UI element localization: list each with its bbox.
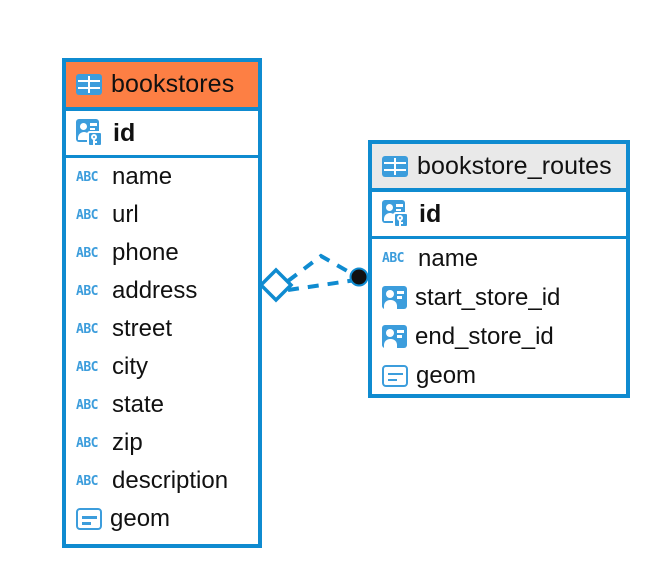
field-label: start_store_id: [415, 283, 561, 311]
field-row-geom[interactable]: geom: [66, 500, 258, 538]
field-label: url: [112, 201, 139, 228]
relationship-circle-marker: [349, 267, 369, 287]
header-divider: [66, 107, 258, 111]
relationship-branch-upper: [286, 253, 357, 283]
field-row-zip[interactable]: ABC zip: [66, 424, 258, 462]
field-row-name[interactable]: ABC name: [372, 239, 626, 278]
field-label: id: [419, 199, 442, 228]
field-row-street[interactable]: ABC street: [66, 310, 258, 348]
entity-title: bookstore_routes: [417, 151, 612, 180]
field-row-phone[interactable]: ABC phone: [66, 234, 258, 272]
header-divider: [372, 188, 626, 192]
field-label: name: [112, 163, 173, 190]
relationship-branch-lower: [287, 278, 357, 292]
primary-key-icon: [76, 119, 104, 147]
field-row-end-store-id[interactable]: end_store_id: [372, 317, 626, 356]
field-row-url[interactable]: ABC url: [66, 196, 258, 234]
geom-icon: [382, 364, 408, 387]
abc-icon: ABC: [76, 169, 98, 185]
abc-icon: ABC: [76, 321, 98, 337]
field-label: zip: [112, 429, 143, 456]
field-row-id[interactable]: id: [66, 111, 258, 155]
entity-bookstore-routes[interactable]: bookstore_routes id ABC name start_store…: [368, 140, 630, 398]
geom-icon: [76, 508, 102, 530]
relationship-diamond-marker: [258, 267, 294, 303]
field-label: id: [113, 118, 136, 147]
field-row-start-store-id[interactable]: start_store_id: [372, 278, 626, 317]
field-label: city: [112, 353, 148, 380]
field-row-address[interactable]: ABC address: [66, 272, 258, 310]
primary-key-divider: [66, 155, 258, 158]
primary-key-icon: [382, 200, 410, 228]
foreign-key-icon: [382, 286, 407, 309]
field-label: end_store_id: [415, 322, 554, 350]
abc-icon: ABC: [76, 435, 98, 451]
field-label: name: [418, 244, 479, 272]
table-icon: [382, 155, 408, 177]
field-row-state[interactable]: ABC state: [66, 386, 258, 424]
field-row-name[interactable]: ABC name: [66, 158, 258, 196]
field-label: description: [112, 467, 229, 494]
foreign-key-icon: [382, 325, 407, 348]
field-label: geom: [416, 361, 477, 389]
abc-icon: ABC: [382, 251, 404, 266]
field-label: geom: [110, 505, 171, 532]
table-icon: [76, 74, 102, 95]
abc-icon: ABC: [76, 359, 98, 375]
field-label: phone: [112, 239, 179, 266]
field-label: address: [112, 277, 198, 304]
abc-icon: ABC: [76, 473, 98, 489]
abc-icon: ABC: [76, 283, 98, 299]
entity-header-bookstores[interactable]: bookstores: [66, 62, 258, 107]
field-row-geom[interactable]: geom: [372, 356, 626, 395]
abc-icon: ABC: [76, 207, 98, 223]
entity-header-bookstore-routes[interactable]: bookstore_routes: [372, 144, 626, 188]
field-row-id[interactable]: id: [372, 192, 626, 236]
entity-title: bookstores: [111, 70, 235, 98]
entity-bookstores[interactable]: bookstores id ABC name ABC url ABC phone…: [62, 58, 262, 548]
abc-icon: ABC: [76, 397, 98, 413]
primary-key-divider: [372, 236, 626, 239]
field-label: state: [112, 391, 165, 418]
field-row-description[interactable]: ABC description: [66, 462, 258, 500]
field-row-city[interactable]: ABC city: [66, 348, 258, 386]
field-label: street: [112, 315, 173, 342]
abc-icon: ABC: [76, 245, 98, 261]
